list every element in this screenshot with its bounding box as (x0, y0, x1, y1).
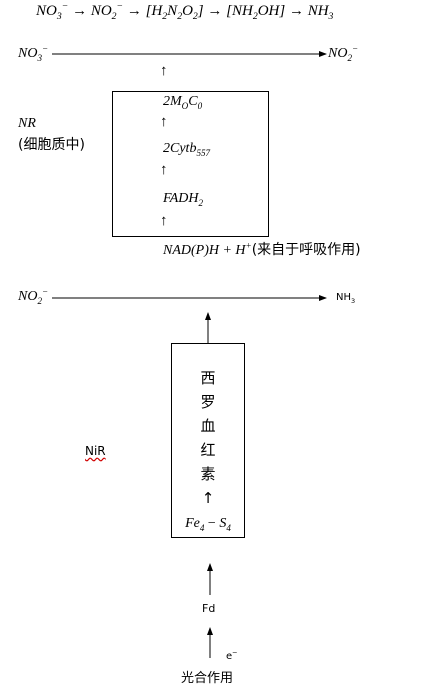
photosynthesis-label: 光合作用 (181, 671, 234, 686)
nir-left-no2: NO2− (18, 286, 49, 306)
eq-arrow-1: → (72, 3, 88, 19)
siroheme-char-1: 西 (200, 369, 216, 387)
eq-arrow-3: → (207, 3, 223, 19)
eq-no3: NO3− (36, 1, 69, 22)
nr-left-no3: NO3− (18, 43, 49, 63)
nir-enzyme-label: NiR (85, 444, 106, 458)
nir-box: 西 罗 血 红 素 ↑ Fe4 − S4 (171, 343, 245, 538)
siroheme-char-3: 血 (200, 417, 216, 435)
nr-up-arrow-2: ↑ (160, 162, 168, 178)
electron-label: e− (226, 648, 238, 662)
nir-right-nh3: NH3 (336, 292, 356, 305)
nr-right-no2: NO2− (328, 43, 359, 63)
nr-up-arrow-3: ↑ (160, 213, 168, 229)
eq-arrow-2: → (126, 3, 142, 19)
nr-step-mo: 2MOC0 (163, 94, 203, 111)
siroheme-char-2: 罗 (200, 393, 216, 411)
nir-box-up-arrow-glyph: ↑ (201, 489, 215, 507)
eq-nh3: NH3 (307, 3, 334, 22)
nr-source-nadph: NAD(P)H + H+(来自于呼吸作用) (163, 240, 361, 258)
siroheme-char-4: 红 (200, 441, 216, 459)
nr-step-cyt: 2Cytb557 (163, 141, 211, 158)
top-equation: NO3− → NO2− → [H2N2O2] → [NH2OH] → NH3 (36, 1, 334, 22)
eq-no2: NO2− (90, 1, 124, 22)
fd-label: Fd (202, 602, 216, 615)
nr-up-arrow-top: ↑ (160, 63, 168, 79)
eq-nh2oh: [NH2OH] (226, 3, 286, 22)
eq-h2n2o2: [H2N2O2] (145, 3, 204, 22)
fe-s-cluster: Fe4 − S4 (185, 516, 231, 533)
eq-arrow-4: → (288, 3, 304, 19)
nr-up-arrow-1: ↑ (160, 114, 168, 130)
nr-step-fad: FADH2 (163, 191, 204, 208)
nr-box (112, 91, 269, 237)
siroheme-char-5: 素 (200, 465, 216, 483)
nr-enzyme-label: NR (18, 116, 36, 131)
nr-location-label: (细胞质中) (18, 137, 85, 153)
